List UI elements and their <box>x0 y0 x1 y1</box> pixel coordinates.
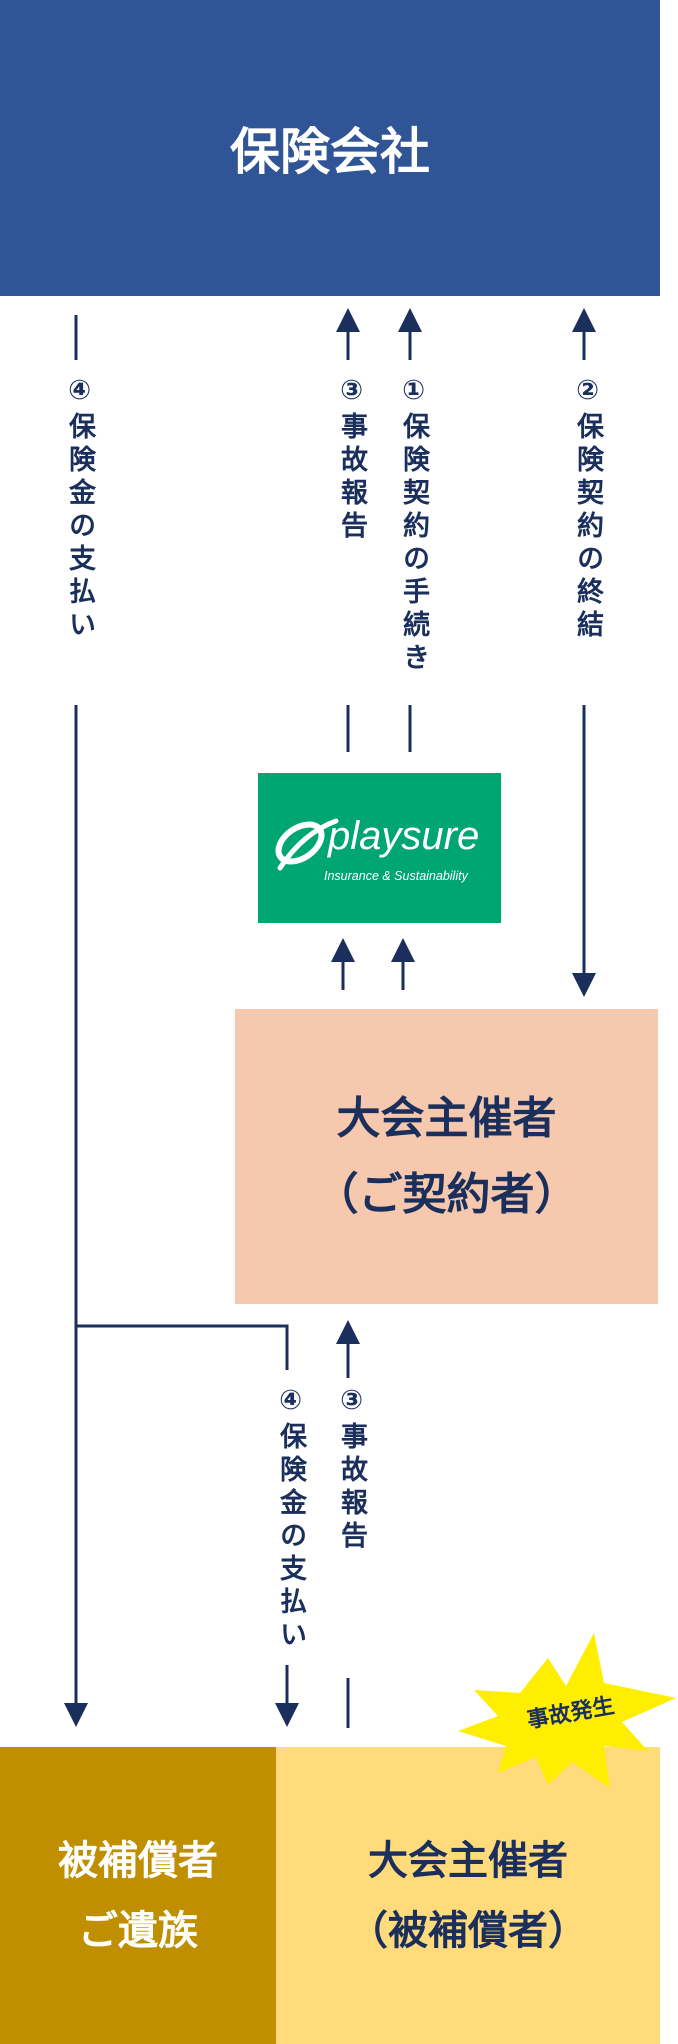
payment-label-top: ④保険金の支払い <box>64 375 95 643</box>
contract-procedure-label: ①保険契約の手続き <box>398 375 429 676</box>
brand-name: playsure <box>327 814 479 858</box>
insurer-box: 保険会社 <box>0 0 660 296</box>
swoosh-icon <box>275 818 339 871</box>
playsure-logo: playsure Insurance & Sustainability <box>258 773 501 923</box>
payment-label-bottom: ④保険金の支払い <box>275 1385 306 1653</box>
beneficiary-family-box: 被補償者 ご遺族 <box>0 1747 276 2044</box>
organizer-title: 大会主催者 <box>336 1092 557 1144</box>
insured-organizer-box: 大会主催者 （被補償者） <box>276 1747 660 2044</box>
insured-subtitle: （被補償者） <box>348 1907 588 1954</box>
insurer-label: 保険会社 <box>230 123 430 181</box>
accident-report-label-top: ③事故報告 <box>336 375 367 544</box>
accident-report-label-bottom: ③事故報告 <box>336 1385 367 1554</box>
family-subtitle: ご遺族 <box>78 1907 198 1954</box>
accident-burst-badge: 事故発生 <box>458 1633 676 1788</box>
contract-conclusion-label: ②保険契約の終結 <box>572 375 603 643</box>
family-title: 被補償者 <box>58 1837 218 1884</box>
organizer-box: 大会主催者 （ご契約者） <box>235 1009 658 1304</box>
organizer-subtitle: （ご契約者） <box>314 1168 579 1220</box>
payment-branch-line <box>76 1324 289 1370</box>
brand-tagline: Insurance & Sustainability <box>324 869 469 883</box>
insured-title: 大会主催者 <box>368 1837 568 1884</box>
